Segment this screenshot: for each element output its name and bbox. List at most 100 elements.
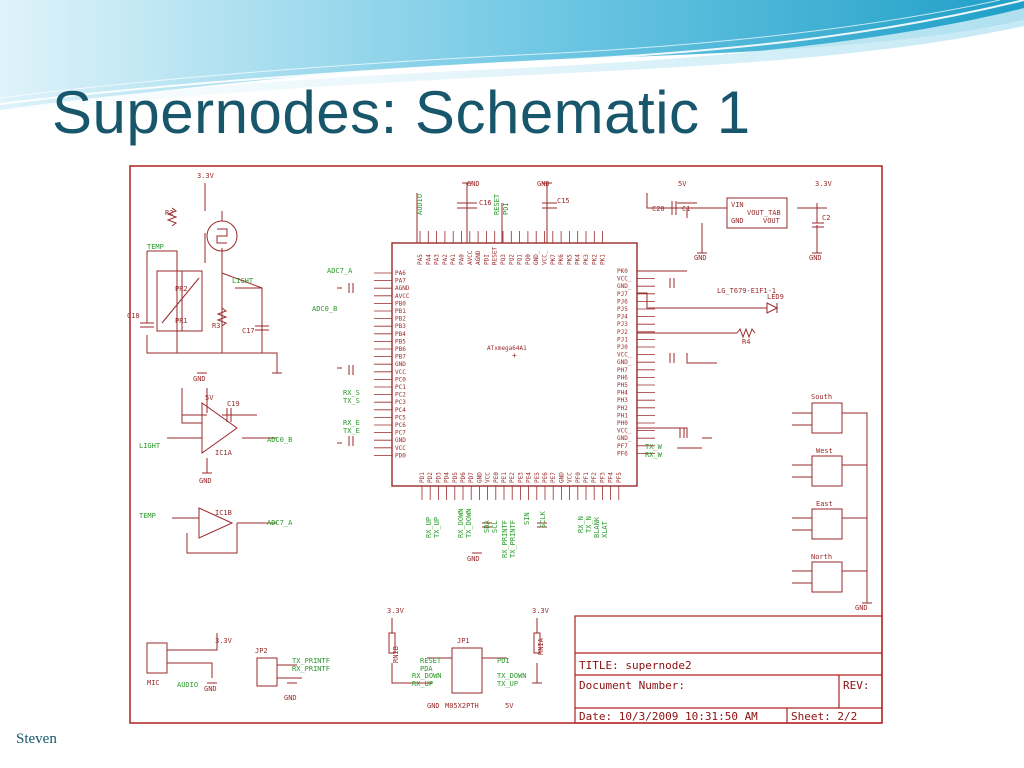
mcu-pin-left: AVCC: [395, 293, 410, 300]
mcu-pin-top: AGND: [475, 250, 482, 265]
mcu-pin-bottom: PD7: [468, 472, 475, 483]
gnd-label-j: GND: [427, 702, 440, 710]
mcu-pin-bottom: PF2: [591, 472, 598, 483]
mcu-pin-bottom: VCC: [485, 472, 492, 483]
net-label-sda: SDA: [483, 520, 491, 533]
mcu-pin-bottom: PE1: [501, 472, 508, 483]
capacitor-bottom-2: [537, 522, 547, 528]
net-label-pdi: PDI: [502, 202, 510, 215]
components: [140, 197, 843, 694]
net-label-rx-up-b: RX_UP: [425, 517, 433, 538]
label-r4: R4: [742, 338, 750, 346]
mcu-pin-right: GND_: [617, 435, 632, 442]
capacitor-c20: [667, 201, 677, 215]
label-west: West: [816, 447, 833, 455]
mcu-pin-left: PC1: [395, 384, 406, 391]
mcu-pin-left: PB0: [395, 300, 406, 307]
mcu-pin-bottom: PD2: [427, 472, 434, 483]
net-label-rx-down-b: RX_DOWN: [457, 508, 465, 538]
label-c18: C18: [127, 312, 140, 320]
mcu-pin-right: VCC_: [617, 276, 632, 283]
mcu-pin-right: PH1: [617, 412, 628, 419]
capacitor-c15: [542, 202, 557, 209]
label-c17: C17: [242, 327, 255, 335]
gnd-label-b: GND: [199, 477, 212, 485]
mcu-chip-name: ATxmega64A1: [487, 345, 527, 352]
mcu-pin-top: PQ1: [517, 254, 524, 265]
mcu-pin-right: PJ4: [617, 314, 628, 321]
label-vout: VOUT: [763, 217, 781, 225]
capacitor-c16: [457, 202, 477, 209]
mcu-pin-top: PA4: [425, 254, 432, 265]
capacitor-left-1: [348, 283, 354, 293]
mcu-pin-top: PDI: [483, 254, 490, 265]
capacitor-left-2: [348, 365, 354, 375]
title-block-rev: REV:: [843, 679, 870, 692]
title-block-sheet: Sheet: 2/2: [791, 710, 857, 723]
mcu-pin-top: PQ0: [525, 254, 532, 265]
net-label-tx-w: TX_W: [645, 443, 663, 451]
label-south: South: [811, 393, 832, 401]
label-reg-gnd: GND: [731, 217, 744, 225]
label-rnib: RNIB: [392, 646, 400, 663]
supply-3v3-a: 3.3V: [197, 172, 215, 180]
header-wave-decoration: [0, 0, 1024, 116]
mcu-pin-right: PJ1: [617, 336, 628, 343]
schematic-frame: [129, 165, 883, 724]
net-label-audio-2: AUDIO: [177, 681, 198, 689]
mcu-pin-right: GND_: [617, 359, 632, 366]
mcu-pin-bottom: PE2: [509, 472, 516, 483]
net-label-xlat: XLAT: [601, 520, 609, 538]
net-label-tx-printf: TX_PRINTF: [292, 657, 330, 665]
capacitor-c19: [222, 408, 232, 422]
mcu-pin-right: PJ3: [617, 321, 628, 328]
mcu-pin-left: PC6: [395, 422, 406, 429]
mcu-pin-bottom: PD4: [444, 472, 451, 483]
mcu-pin-bottom: PF4: [608, 472, 615, 483]
sensor-circle: [206, 220, 238, 252]
net-label-audio: AUDIO: [416, 194, 424, 215]
net-label-temp: TEMP: [147, 243, 164, 251]
label-ic1b: IC1B: [215, 509, 232, 517]
mcu-pin-left: VCC: [395, 445, 406, 452]
comm-block-east: [811, 508, 843, 540]
supply-5v-b: 5V: [205, 394, 214, 402]
mcu-pin-left: PB3: [395, 323, 406, 330]
mcu-pin-bottom: PF0: [575, 472, 582, 483]
net-label-tx-e: TX_E: [343, 427, 360, 435]
label-c2: C2: [822, 214, 830, 222]
label-c1: C1: [682, 205, 690, 213]
net-label-tx-printf-b: TX_PRINTF: [509, 520, 517, 558]
title-block-date: Date: 10/3/2009 10:31:50 AM: [579, 710, 758, 723]
net-label-pda: PDA: [420, 665, 433, 673]
mcu-pin-bottom: PE6: [542, 472, 549, 483]
supply-5v-c: 5V: [505, 702, 514, 710]
mcu-pin-top: PQ2: [508, 254, 515, 265]
supply-5v-a: 5V: [678, 180, 687, 188]
mcu-pin-right: GND_: [617, 283, 632, 290]
label-mic: MIC: [147, 679, 160, 687]
label-c16: C16: [479, 199, 492, 207]
svg-text:+: +: [512, 351, 517, 360]
capacitor-bottom-1: [482, 522, 492, 528]
mcu-pin-bottom: PD5: [452, 472, 459, 483]
mcu-pin-top: PA1: [450, 254, 457, 265]
gnd-label-d: GND: [537, 180, 550, 188]
title-block-doc-number: Document Number:: [579, 679, 685, 692]
label-header-part: M05X2PTH: [445, 702, 479, 710]
mcu-pin-bottom: PD6: [460, 472, 467, 483]
mcu-pin-bottom: GND: [476, 472, 483, 483]
mcu-pin-top: PA2: [442, 254, 449, 265]
capacitor-c17: [255, 321, 269, 331]
label-pr1: PR1: [175, 317, 188, 325]
gnd-label-i: GND: [284, 694, 297, 702]
gnd-label-e: GND: [694, 254, 707, 262]
net-label-pdi-2: PDI: [497, 657, 510, 665]
comm-block-west: [811, 455, 843, 487]
jp1-header: [451, 647, 483, 694]
mcu-pin-right: PH4: [617, 390, 628, 397]
mcu-pin-top: PA3: [434, 254, 441, 265]
mcu-pin-left: PC2: [395, 392, 406, 399]
mcu-pin-left: PC5: [395, 414, 406, 421]
net-label-tx-up: TX_UP: [497, 680, 518, 688]
